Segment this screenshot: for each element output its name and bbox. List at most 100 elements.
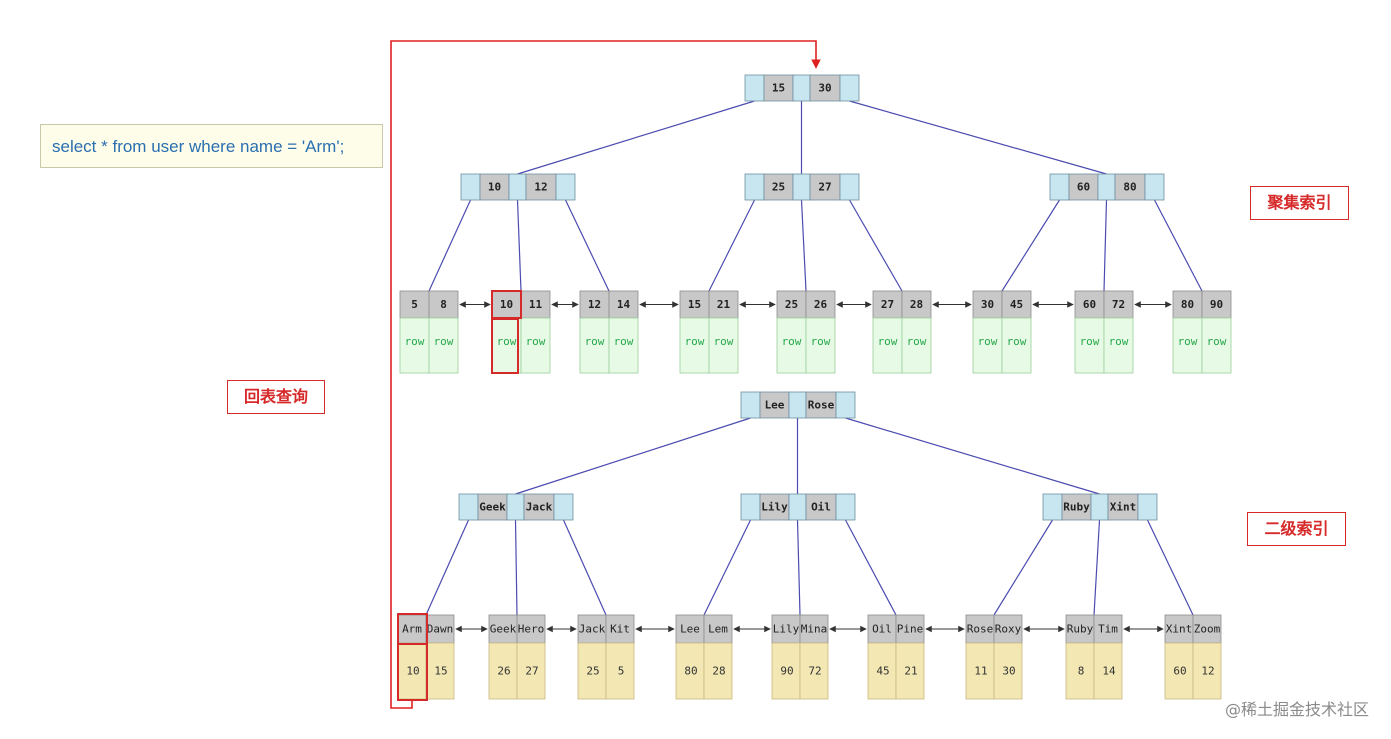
- tree-edge: [1153, 199, 1203, 292]
- leaf-row-cell: [1074, 317, 1105, 374]
- leaf-node: 30 row 45 row: [972, 290, 1032, 374]
- leaf-row-text: row: [685, 335, 705, 348]
- node-key-cell: [1114, 173, 1146, 201]
- leaf-key-cell: [1065, 614, 1095, 644]
- leaf-value-text: 10: [406, 665, 419, 678]
- highlight-row-10: [491, 318, 519, 374]
- node-key-text: 15: [772, 82, 785, 95]
- leaf-key-text: 30: [981, 298, 994, 311]
- leaf-value-text: 8: [1078, 665, 1085, 678]
- node-pointer-cell: [744, 74, 765, 102]
- leaf-row-cell: [972, 317, 1003, 374]
- leaf-value-cell: [895, 642, 925, 700]
- leaf-value-cell: [1192, 642, 1222, 700]
- leaf-key-text: Roxy: [995, 623, 1022, 636]
- leaf-key-cell: [872, 290, 903, 319]
- leaf-key-cell: [799, 614, 829, 644]
- node-pointer-cell: [835, 493, 856, 521]
- node-key-text: 10: [488, 181, 501, 194]
- node-pointer-cell: [740, 493, 761, 521]
- tree-edge: [1093, 519, 1101, 616]
- leaf-value-cell: [675, 642, 705, 700]
- leaf-value-cell: [1065, 642, 1095, 700]
- leaf-row-cell: [1172, 317, 1203, 374]
- tree-edge: [993, 519, 1054, 616]
- leaf-key-text: Hero: [518, 623, 545, 636]
- node-key-cell: [477, 493, 508, 521]
- leaf-key-text: 45: [1010, 298, 1023, 311]
- leaf-row-text: row: [497, 335, 517, 348]
- leaf-row-text: row: [907, 335, 927, 348]
- leaf-key-cell: [425, 614, 455, 644]
- leaf-value-text: 60: [1173, 665, 1186, 678]
- leaf-key-cell: [776, 290, 807, 319]
- leaf-key-cell: [771, 614, 801, 644]
- leaf-value-text: 72: [808, 665, 821, 678]
- tree-edge: [562, 519, 607, 616]
- leaf-key-text: Dawn: [427, 623, 454, 636]
- node-pointer-cell: [1144, 173, 1165, 201]
- leaf-key-text: 21: [717, 298, 731, 311]
- leaf-value-cell: [605, 642, 635, 700]
- leaf-value-cell: [516, 642, 546, 700]
- leaf-key-text: Lee: [680, 623, 700, 636]
- back-lookup-path: [390, 40, 821, 709]
- leaf-key-cell: [397, 614, 427, 644]
- leaf-key-text: Jack: [579, 623, 606, 636]
- node-key-cell: [525, 173, 557, 201]
- node-key-text: Lily: [761, 501, 788, 514]
- node-key-text: 27: [818, 181, 831, 194]
- node-pointer-cell: [1049, 173, 1070, 201]
- leaf-row-cell: [399, 317, 430, 374]
- tree-edge: [1146, 519, 1194, 616]
- leaf-value-text: 90: [780, 665, 793, 678]
- leaf-row-text: row: [614, 335, 634, 348]
- leaf-value-cell: [577, 642, 607, 700]
- leaf-key-text: Lily: [773, 623, 800, 636]
- leaf-key-text: 27: [881, 298, 894, 311]
- tree-edge: [515, 417, 751, 495]
- leaf-key-text: 80: [1181, 298, 1194, 311]
- node-key-cell: [805, 391, 837, 419]
- leaf-row-cell: [901, 317, 932, 374]
- leaf-key-cell: [516, 614, 546, 644]
- leaf-key-cell: [1074, 290, 1105, 319]
- leaf-links: [455, 301, 1172, 633]
- back-lookup-label: 回表查询: [227, 380, 325, 414]
- node-key-text: Xint: [1110, 501, 1137, 514]
- node-key-text: Geek: [479, 501, 506, 514]
- tree-edge: [564, 199, 610, 292]
- leaf-row-cell: [608, 317, 639, 374]
- leaf-key-cell: [993, 614, 1023, 644]
- leaf-row-text: row: [1007, 335, 1027, 348]
- leaf-key-text: Pine: [897, 623, 924, 636]
- back-lookup-arrow: [390, 40, 821, 709]
- leaf-key-text: 72: [1112, 298, 1125, 311]
- node-pointer-cell: [835, 391, 856, 419]
- node-pointer-cell: [788, 493, 807, 521]
- leaf-value-text: 11: [974, 665, 987, 678]
- node-key-text: Jack: [526, 501, 553, 514]
- leaf-row-text: row: [1207, 335, 1227, 348]
- leaf-key-cell: [577, 614, 607, 644]
- leaf-key-text: 90: [1210, 298, 1223, 311]
- leaf-key-cell: [805, 290, 836, 319]
- tree-edge: [796, 519, 801, 616]
- leaf-key-text: 14: [617, 298, 631, 311]
- leaf-key-text: 12: [588, 298, 601, 311]
- leaf-key-text: 10: [500, 298, 513, 311]
- leaf-row-text: row: [1080, 335, 1100, 348]
- sql-query-box: select * from user where name = 'Arm';: [40, 124, 383, 168]
- secondary-index-label: 二级索引: [1247, 512, 1346, 546]
- leaf-row-text: row: [978, 335, 998, 348]
